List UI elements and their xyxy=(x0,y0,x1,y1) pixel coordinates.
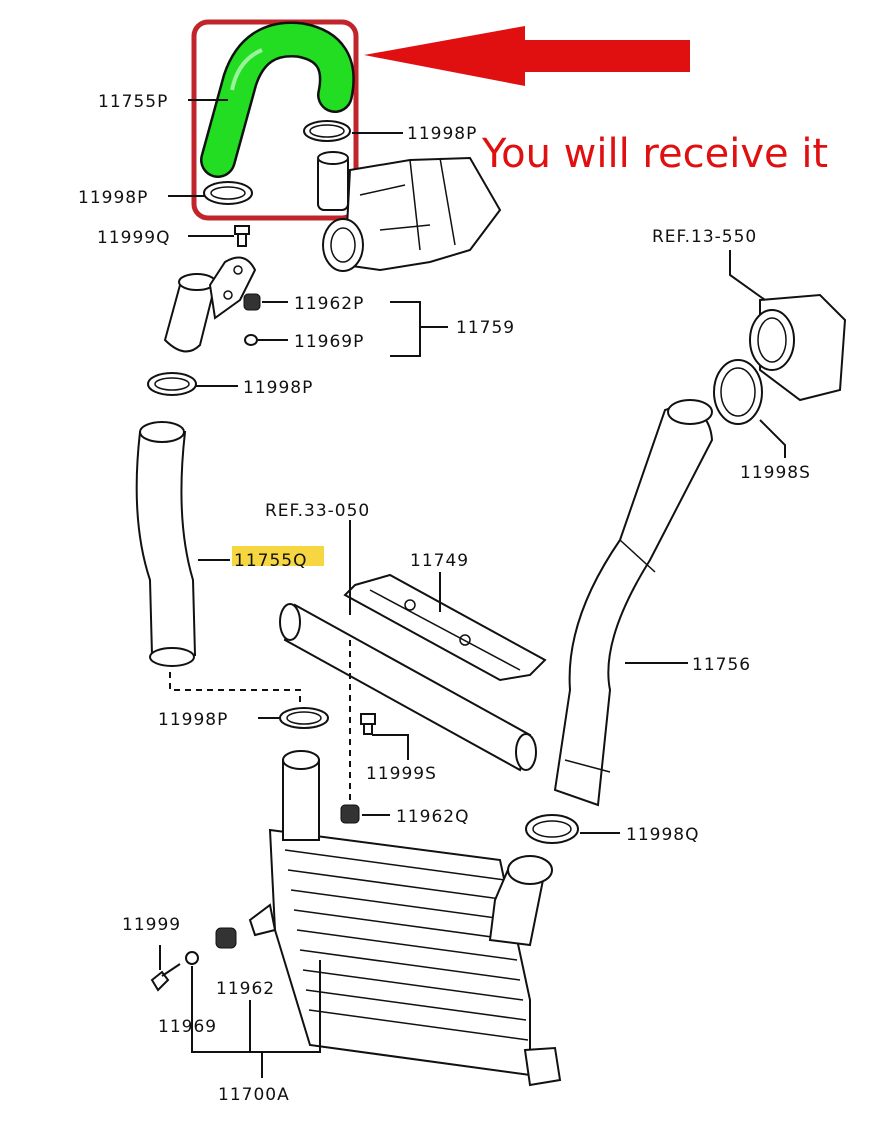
banner-text: You will receive it xyxy=(481,131,828,177)
label-11999: 11999 xyxy=(122,915,181,935)
bolt-11999S xyxy=(360,713,376,735)
label-11759: 11759 xyxy=(456,318,515,338)
label-11962: 11962 xyxy=(216,979,275,999)
label-11969P: 11969P xyxy=(294,332,364,352)
hose-11755Q xyxy=(135,421,197,667)
label-11999S: 11999S xyxy=(366,764,437,784)
intercooler-11700A xyxy=(248,750,562,1087)
pipe-11759 xyxy=(163,256,257,353)
label-11756: 11756 xyxy=(692,655,751,675)
clamp-11998P-left xyxy=(203,181,253,205)
label-11749: 11749 xyxy=(410,551,469,571)
label-11962Q: 11962Q xyxy=(396,807,469,827)
grommet-11962 xyxy=(215,927,237,949)
label-ref-33-050: REF.33-050 xyxy=(265,501,370,521)
label-11999Q: 11999Q xyxy=(97,228,170,248)
highlight-11755Q xyxy=(232,546,324,566)
grommet-11962Q xyxy=(340,804,360,824)
label-11755P: 11755P xyxy=(98,92,168,112)
bracket-11749 xyxy=(343,573,547,682)
clamp-11998Q xyxy=(525,814,579,844)
label-11755Q: 11755Q xyxy=(234,551,307,571)
label-11998P-left: 11998P xyxy=(78,188,148,208)
clamp-11998P-top xyxy=(303,120,351,142)
label-11998Q: 11998Q xyxy=(626,825,699,845)
bolt-11999 xyxy=(150,963,181,992)
turbo-outlet xyxy=(749,293,847,402)
label-11962P: 11962P xyxy=(294,294,364,314)
label-11998P-top: 11998P xyxy=(407,124,477,144)
leader-lines xyxy=(159,99,786,1078)
pipe-33-050 xyxy=(279,603,537,772)
throttle-body xyxy=(317,151,502,272)
label-11998P-low: 11998P xyxy=(158,710,228,730)
label-ref-13-550: REF.13-550 xyxy=(652,227,757,247)
grommet-11962P xyxy=(243,293,261,311)
washer-11969P xyxy=(244,334,258,346)
red-arrow xyxy=(364,26,690,86)
highlight-box xyxy=(191,19,359,221)
label-11969: 11969 xyxy=(158,1017,217,1037)
label-11700A: 11700A xyxy=(218,1085,290,1105)
hose-11756 xyxy=(553,399,714,807)
label-11998S: 11998S xyxy=(740,463,811,483)
clamp-11998P-mid xyxy=(147,372,197,396)
washer-11969 xyxy=(185,951,199,965)
label-11998P-mid: 11998P xyxy=(243,378,313,398)
bolt-11999Q xyxy=(234,225,250,247)
